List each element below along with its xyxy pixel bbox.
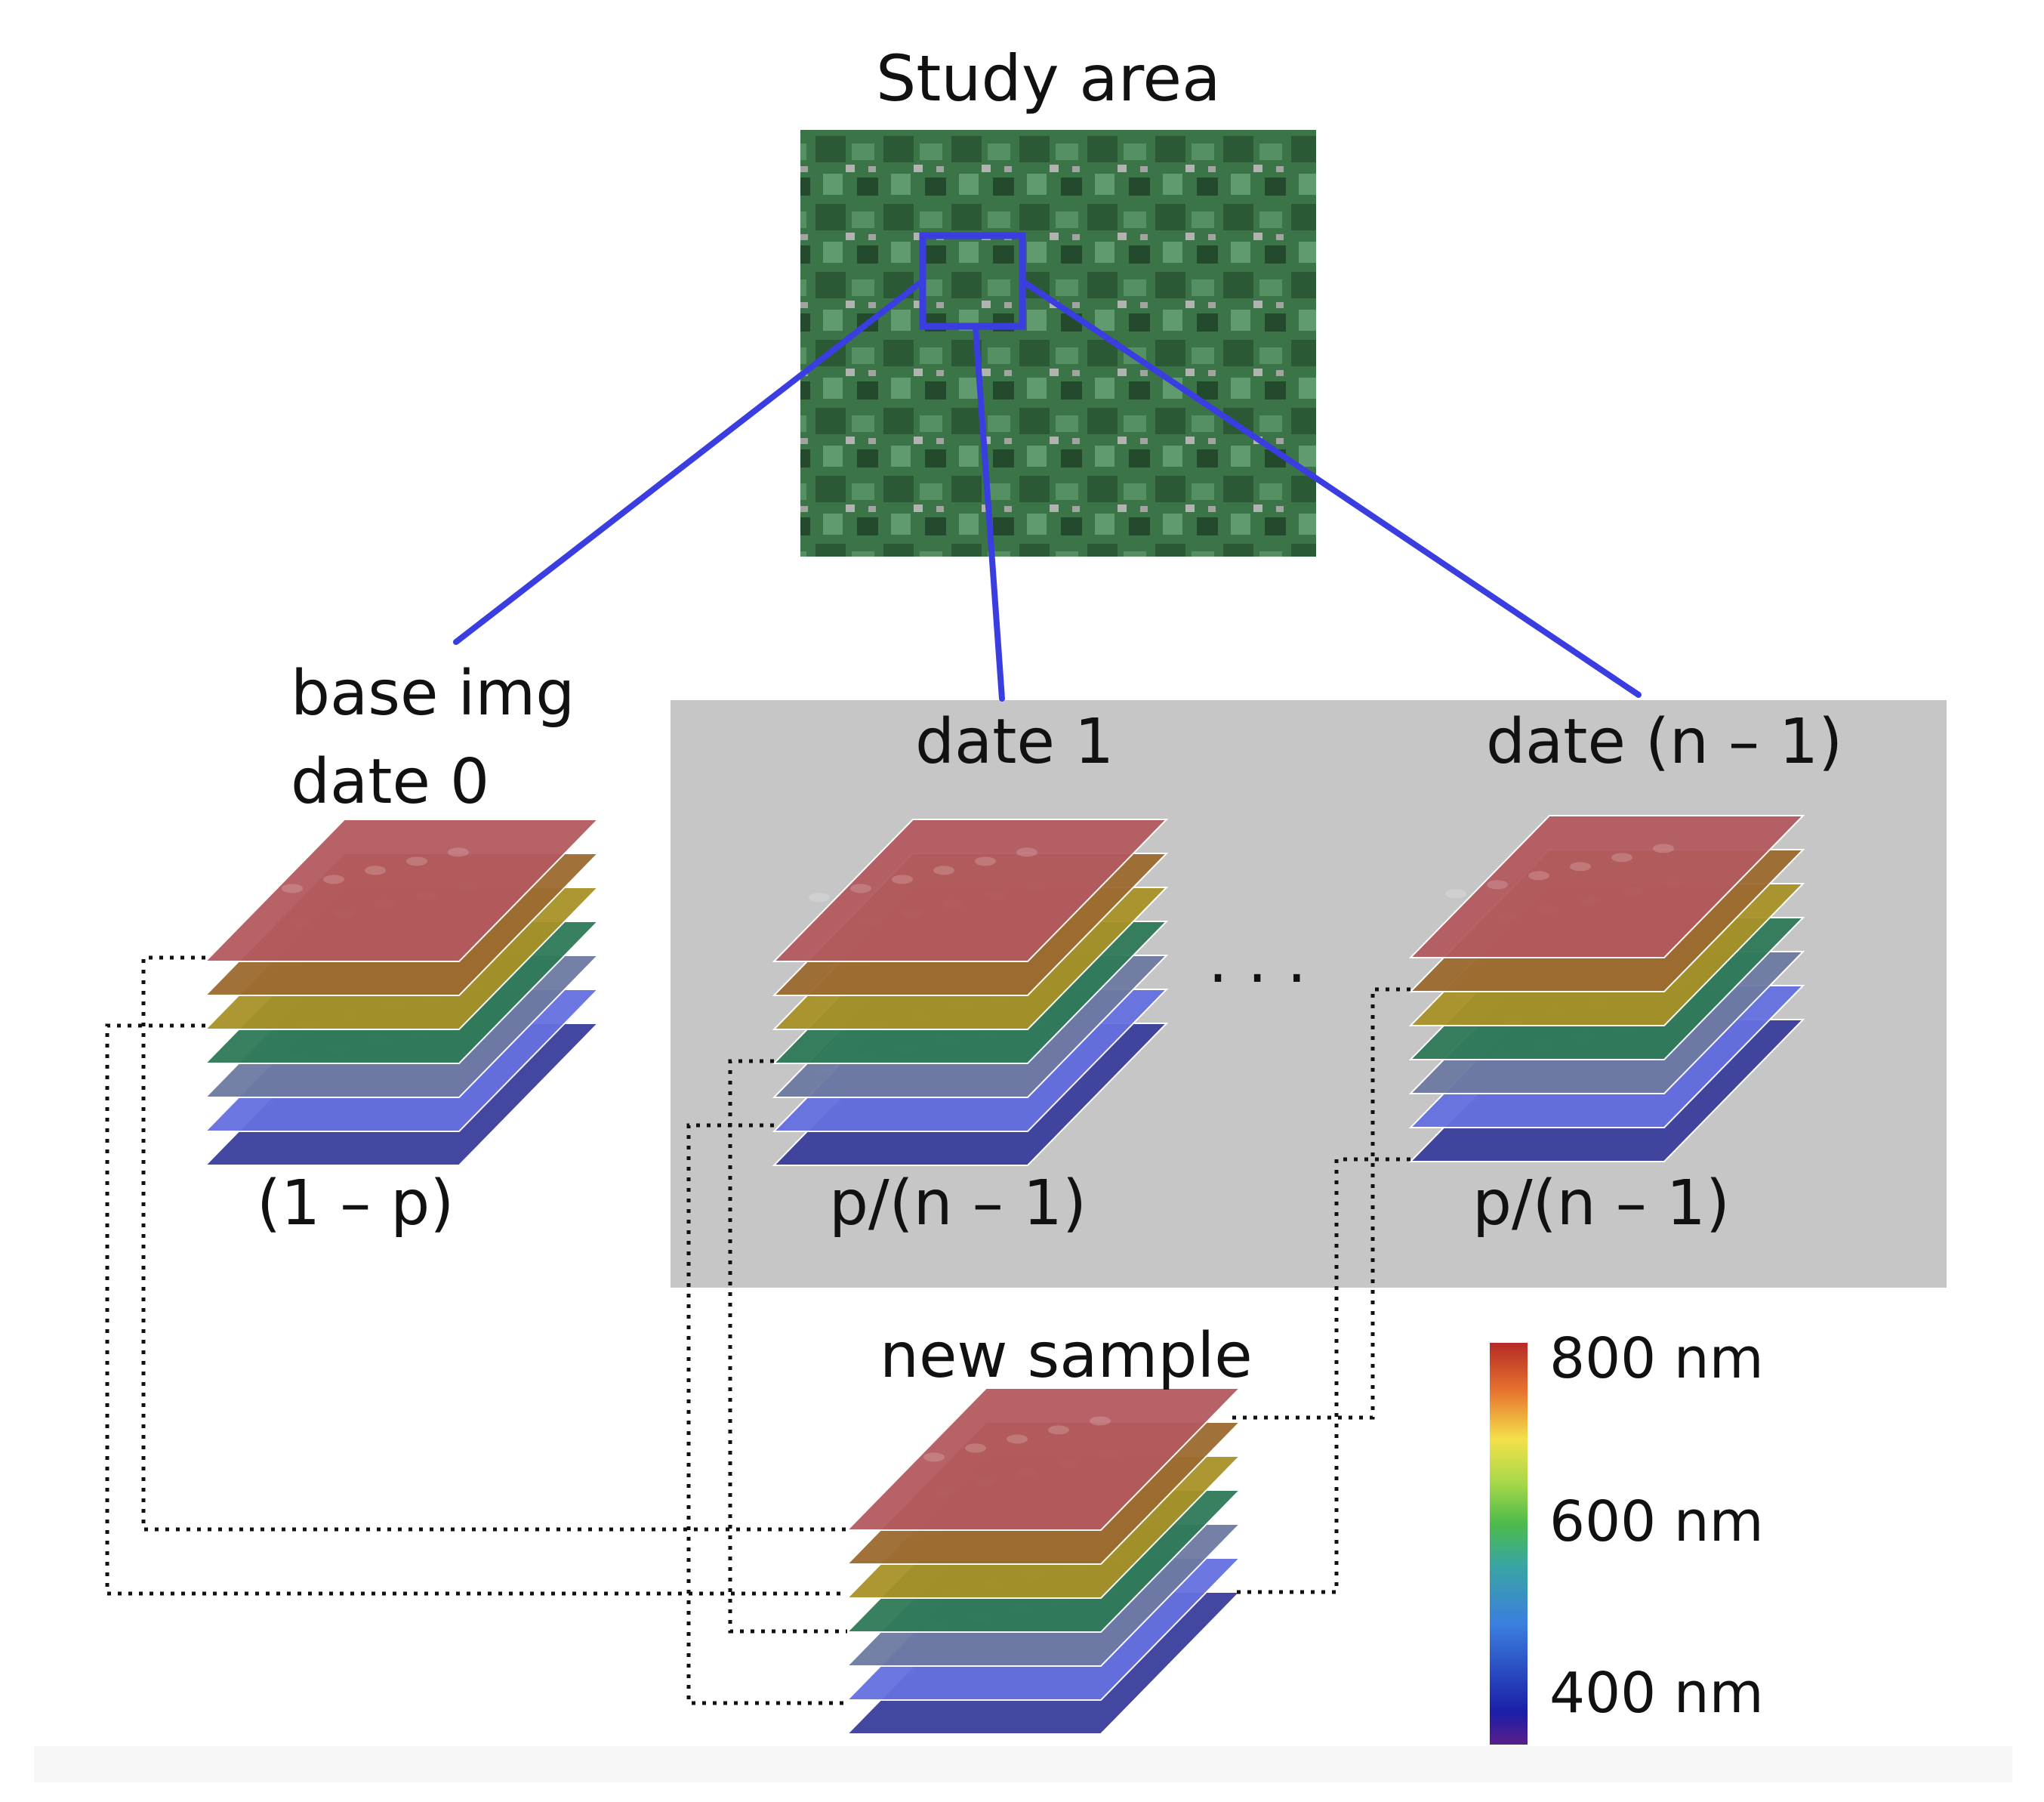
band-texture (1487, 880, 1508, 890)
study-area-title: Study area (876, 42, 1221, 116)
date1-label: date 1 (915, 706, 1114, 778)
dotted-connector (141, 955, 847, 1532)
connector-line (453, 278, 926, 645)
connector-line (973, 323, 1005, 702)
band-texture (975, 856, 996, 866)
wavelength-colorbar (1490, 1343, 1528, 1745)
band-texture (1570, 862, 1591, 872)
colorbar-label-600: 600 nm (1549, 1489, 1764, 1554)
band-texture (892, 875, 913, 884)
band-texture (240, 893, 261, 903)
band-texture (406, 856, 427, 866)
connector-line (1019, 278, 1642, 698)
band-texture (1653, 844, 1674, 853)
bottom-strip (34, 1746, 2012, 1782)
band-texture (1090, 1416, 1111, 1426)
base-image-label: base img (291, 658, 575, 730)
date1-stack (772, 819, 1169, 1166)
new-sample-stack (845, 1387, 1242, 1735)
ellipsis: . . . (1208, 925, 1307, 997)
band-texture (1528, 871, 1549, 881)
date1-weight-label: p/(n – 1) (829, 1168, 1087, 1239)
band-texture (850, 884, 871, 893)
band-texture (1016, 847, 1037, 857)
band-layer (772, 819, 1169, 962)
base-date-label: date 0 (291, 746, 490, 818)
dotted-connector (728, 1059, 847, 1634)
band-texture (282, 884, 303, 893)
band-texture (1048, 1425, 1069, 1435)
band-texture (809, 893, 830, 903)
base-weight-label: (1 – p) (257, 1168, 455, 1239)
band-texture (882, 1461, 903, 1471)
dotted-connector (105, 1023, 847, 1596)
band-texture (965, 1443, 986, 1453)
base-image-stack (203, 819, 600, 1166)
satellite-tint (800, 130, 1316, 557)
band-texture (1007, 1434, 1028, 1444)
study-area-image (800, 130, 1316, 557)
colorbar-label-400: 400 nm (1549, 1661, 1764, 1726)
date-n-stack (1408, 815, 1805, 1162)
band-texture (365, 866, 386, 875)
colorbar-label-800: 800 nm (1549, 1326, 1764, 1391)
band-texture (448, 847, 469, 857)
satellite-texture (800, 130, 1316, 557)
band-texture (923, 1452, 945, 1462)
new-sample-label: new sample (880, 1320, 1253, 1392)
band-layer (1408, 815, 1805, 958)
band-texture (323, 875, 344, 884)
band-texture (1611, 853, 1632, 862)
band-texture (1445, 889, 1466, 899)
dotted-connector (686, 1123, 847, 1705)
band-texture (933, 866, 954, 875)
date-n-label: date (n – 1) (1486, 706, 1843, 778)
date-n-weight-label: p/(n – 1) (1472, 1168, 1730, 1239)
band-layer (845, 1387, 1242, 1531)
band-layer (203, 819, 600, 962)
